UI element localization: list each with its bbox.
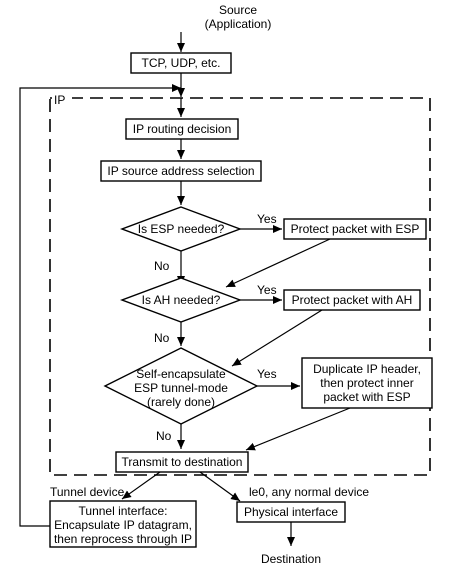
tunnel-feedback-arrow <box>19 84 181 527</box>
esp-no-label: No <box>154 259 170 273</box>
ip-region-label: IP <box>54 93 65 107</box>
protect-esp-label: Protect packet with ESP <box>291 222 420 236</box>
tunnel-interface-line3: then reprocess through IP <box>54 532 192 546</box>
protect-ah-label: Protect packet with AH <box>292 293 413 307</box>
protect-ah-box <box>283 289 421 311</box>
self-yes-label: Yes <box>257 367 277 381</box>
esp-needed-label: Is ESP needed? <box>138 222 225 236</box>
self-encapsulate-line3: (rarely done) <box>147 395 215 409</box>
tunnel-interface-line1: Tunnel interface: <box>79 504 168 518</box>
esp-merge-arrow <box>225 238 331 288</box>
physical-interface-label: Physical interface <box>244 505 338 519</box>
ah-merge-arrow <box>231 309 323 367</box>
duplicate-header-line3: packet with ESP <box>323 390 410 404</box>
tunnel-interface-box <box>49 500 197 548</box>
source-address-label: IP source address selection <box>107 164 254 178</box>
source-sublabel: (Application) <box>205 17 272 31</box>
to-tunnel-arrow <box>121 471 161 500</box>
protect-esp-box <box>283 218 427 240</box>
routing-decision-label: IP routing decision <box>133 122 232 136</box>
le0-label: le0, any normal device <box>249 485 369 499</box>
destination-label: Destination <box>261 552 321 566</box>
ah-needed-label: Is AH needed? <box>142 293 221 307</box>
self-no-label: No <box>156 429 172 443</box>
ip-region-boundary <box>49 97 431 476</box>
tunnel-interface-line2: Encapsulate IP datagram, <box>54 518 192 532</box>
transmit-box <box>115 451 249 473</box>
duplicate-header-line1: Duplicate IP header, <box>313 362 421 376</box>
ah-yes-label: Yes <box>257 283 277 297</box>
tunnel-device-label: Tunnel device <box>50 485 125 499</box>
self-encapsulate-line1: Self-encapsulate <box>136 367 226 381</box>
duplicate-header-box <box>301 357 433 409</box>
source-label: Source <box>219 3 257 17</box>
transmit-label: Transmit to destination <box>122 455 243 469</box>
self-encapsulate-line2: ESP tunnel-mode <box>134 381 228 395</box>
ah-no-label: No <box>154 331 170 345</box>
esp-yes-label: Yes <box>257 212 277 226</box>
tcp-udp-label: TCP, UDP, etc. <box>142 56 221 70</box>
to-physical-arrow <box>199 471 241 502</box>
routing-decision-box <box>125 118 239 140</box>
duplicate-header-line2: then protect inner <box>320 376 413 390</box>
duplicate-merge-arrow <box>245 407 351 451</box>
